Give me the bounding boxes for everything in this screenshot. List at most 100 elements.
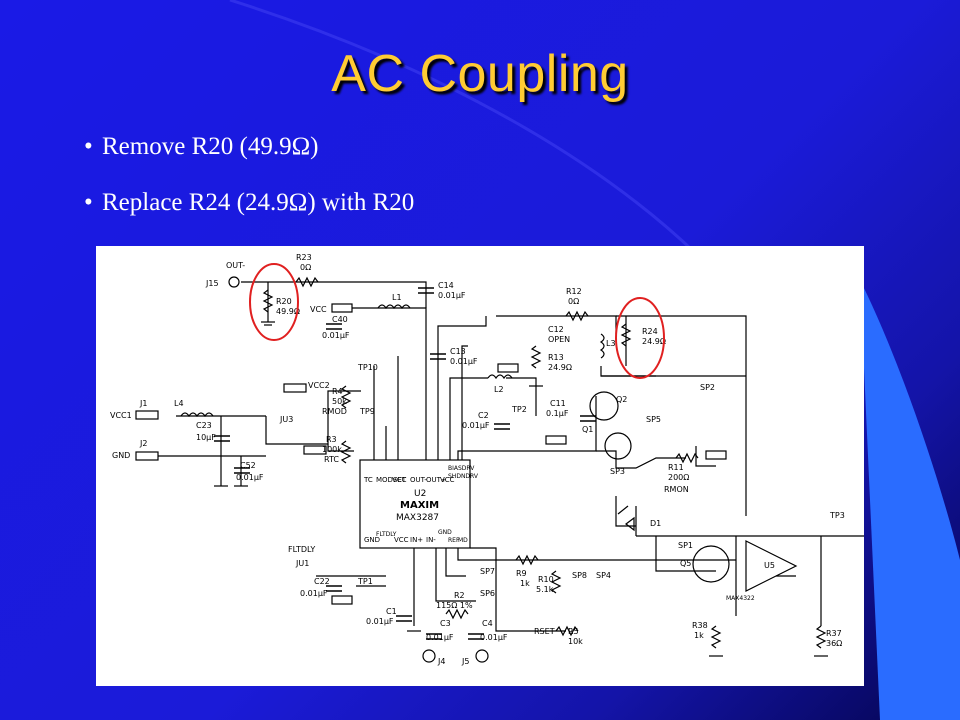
- label: 0.01μF: [300, 589, 328, 598]
- label: RTC: [324, 455, 339, 464]
- chip-brand: MAXIM: [400, 500, 439, 511]
- diode-d1: [625, 516, 635, 532]
- ic-body: [359, 459, 471, 549]
- label: 0.01μF: [462, 421, 490, 430]
- resistor-r5: [555, 625, 579, 637]
- terminal-vcc-q: [545, 435, 567, 445]
- label: 0Ω: [300, 263, 311, 272]
- pin-label: MODSET: [376, 476, 407, 484]
- label: C12: [548, 325, 564, 334]
- pin-label: OUT+: [426, 476, 447, 484]
- pin-label: GND: [364, 536, 380, 544]
- label: R12: [566, 287, 582, 296]
- label: R4: [332, 387, 343, 396]
- pin-label: VCC: [392, 476, 407, 484]
- label: 1k: [520, 579, 530, 588]
- resistor-r37: [815, 625, 827, 649]
- label: 100k: [322, 445, 342, 454]
- bullet-text: Replace R24 (24.9Ω) with R20: [102, 189, 415, 216]
- label: TP1: [357, 577, 373, 586]
- label: OUT-: [226, 261, 245, 270]
- inductor-l1: [377, 304, 411, 310]
- label: L1: [392, 293, 402, 302]
- terminal-vcc-mid: [497, 363, 519, 373]
- label: 24.9Ω: [642, 337, 666, 346]
- opamp-u5: [745, 540, 798, 592]
- label: Q5: [680, 559, 691, 568]
- label: C13: [450, 347, 466, 356]
- bullet-list: •Remove R20 (49.9Ω) • Replace R24 (24.9Ω)…: [84, 132, 414, 244]
- resistor-r9: [515, 554, 539, 566]
- label: JU3: [279, 415, 293, 424]
- slide-title: AC Coupling: [331, 45, 629, 103]
- terminal-vcc-top: [331, 303, 353, 313]
- resistor-r38: [710, 625, 722, 649]
- ic-pins-bottom: GND FLTDLY VCC IN+ IN- GND REF MD: [364, 529, 468, 544]
- label: J5: [461, 657, 469, 666]
- pin-label: IN-: [426, 536, 436, 544]
- label: SP4: [596, 571, 611, 580]
- pin-label: VCC: [440, 476, 455, 484]
- label: R37: [826, 629, 842, 638]
- component-labels: J15 OUT- R23 0Ω R20 49.9Ω C14 0.01μF VCC…: [110, 253, 845, 666]
- label: SP2: [700, 383, 715, 392]
- label: SP3: [610, 467, 625, 476]
- label: J4: [437, 657, 445, 666]
- label: R11: [668, 463, 684, 472]
- inductor-l2: [487, 374, 513, 380]
- terminal-vcc1: [135, 410, 159, 420]
- transistor-q1: [604, 432, 632, 460]
- pin-label: FLTDLY: [376, 531, 397, 538]
- label: 5.1k: [536, 585, 554, 594]
- resistor-r24: [620, 323, 632, 347]
- terminal-vcc2: [283, 383, 307, 393]
- label: J1: [139, 399, 147, 408]
- resistor-r13: [530, 345, 542, 369]
- label: L2: [494, 385, 504, 394]
- label: R10: [538, 575, 554, 584]
- highlight-r20-circle: [249, 263, 299, 341]
- label: 115Ω 1%: [436, 601, 473, 610]
- label: C14: [438, 281, 454, 290]
- label: R23: [296, 253, 312, 262]
- resistor-r12: [565, 310, 589, 322]
- resistor-r3: [340, 440, 352, 464]
- connector-j15: [228, 276, 240, 288]
- transistor-q5: [692, 545, 730, 583]
- label: 0Ω: [568, 297, 579, 306]
- label: 10μF: [196, 433, 216, 442]
- bullet-icon: •: [84, 189, 93, 216]
- pin-label: REF: [448, 537, 460, 544]
- resistor-r23: [295, 276, 319, 288]
- terminal-vcc-bottom: [331, 595, 353, 605]
- label: 0.01μF: [236, 473, 264, 482]
- chip-ref: U2: [414, 489, 426, 499]
- label: TP3: [829, 511, 845, 520]
- label: 0.01μF: [322, 331, 350, 340]
- label: U5: [764, 561, 775, 570]
- label: R24: [642, 327, 658, 336]
- label: TP2: [511, 405, 527, 414]
- label: 0.01μF: [366, 617, 394, 626]
- label: SP5: [646, 415, 661, 424]
- resistor-r11: [675, 452, 699, 464]
- connector-j5: [475, 649, 489, 663]
- led-icon: [617, 505, 629, 515]
- label: R20: [276, 297, 292, 306]
- pin-label: BIASDRV: [448, 465, 475, 472]
- bullet-item: •Remove R20 (49.9Ω): [84, 132, 414, 162]
- resistor-r2: [445, 608, 469, 620]
- circuit-schematic: MAXIM MAX3287 U2 TC MODSET VCC OUT- OUT+…: [96, 246, 864, 686]
- terminal-gnd: [135, 451, 159, 461]
- bullet-item: • Replace R24 (24.9Ω) with R20: [84, 188, 414, 218]
- label: SP7: [480, 567, 495, 576]
- label: C11: [550, 399, 566, 408]
- label: GND: [112, 451, 130, 460]
- label: C1: [386, 607, 397, 616]
- label: 36Ω: [826, 639, 842, 648]
- label: C2: [478, 411, 489, 420]
- resistor-r20: [262, 289, 274, 313]
- pin-label: OUT-: [410, 476, 427, 484]
- label: JU1: [295, 559, 309, 568]
- label: SP8: [572, 571, 587, 580]
